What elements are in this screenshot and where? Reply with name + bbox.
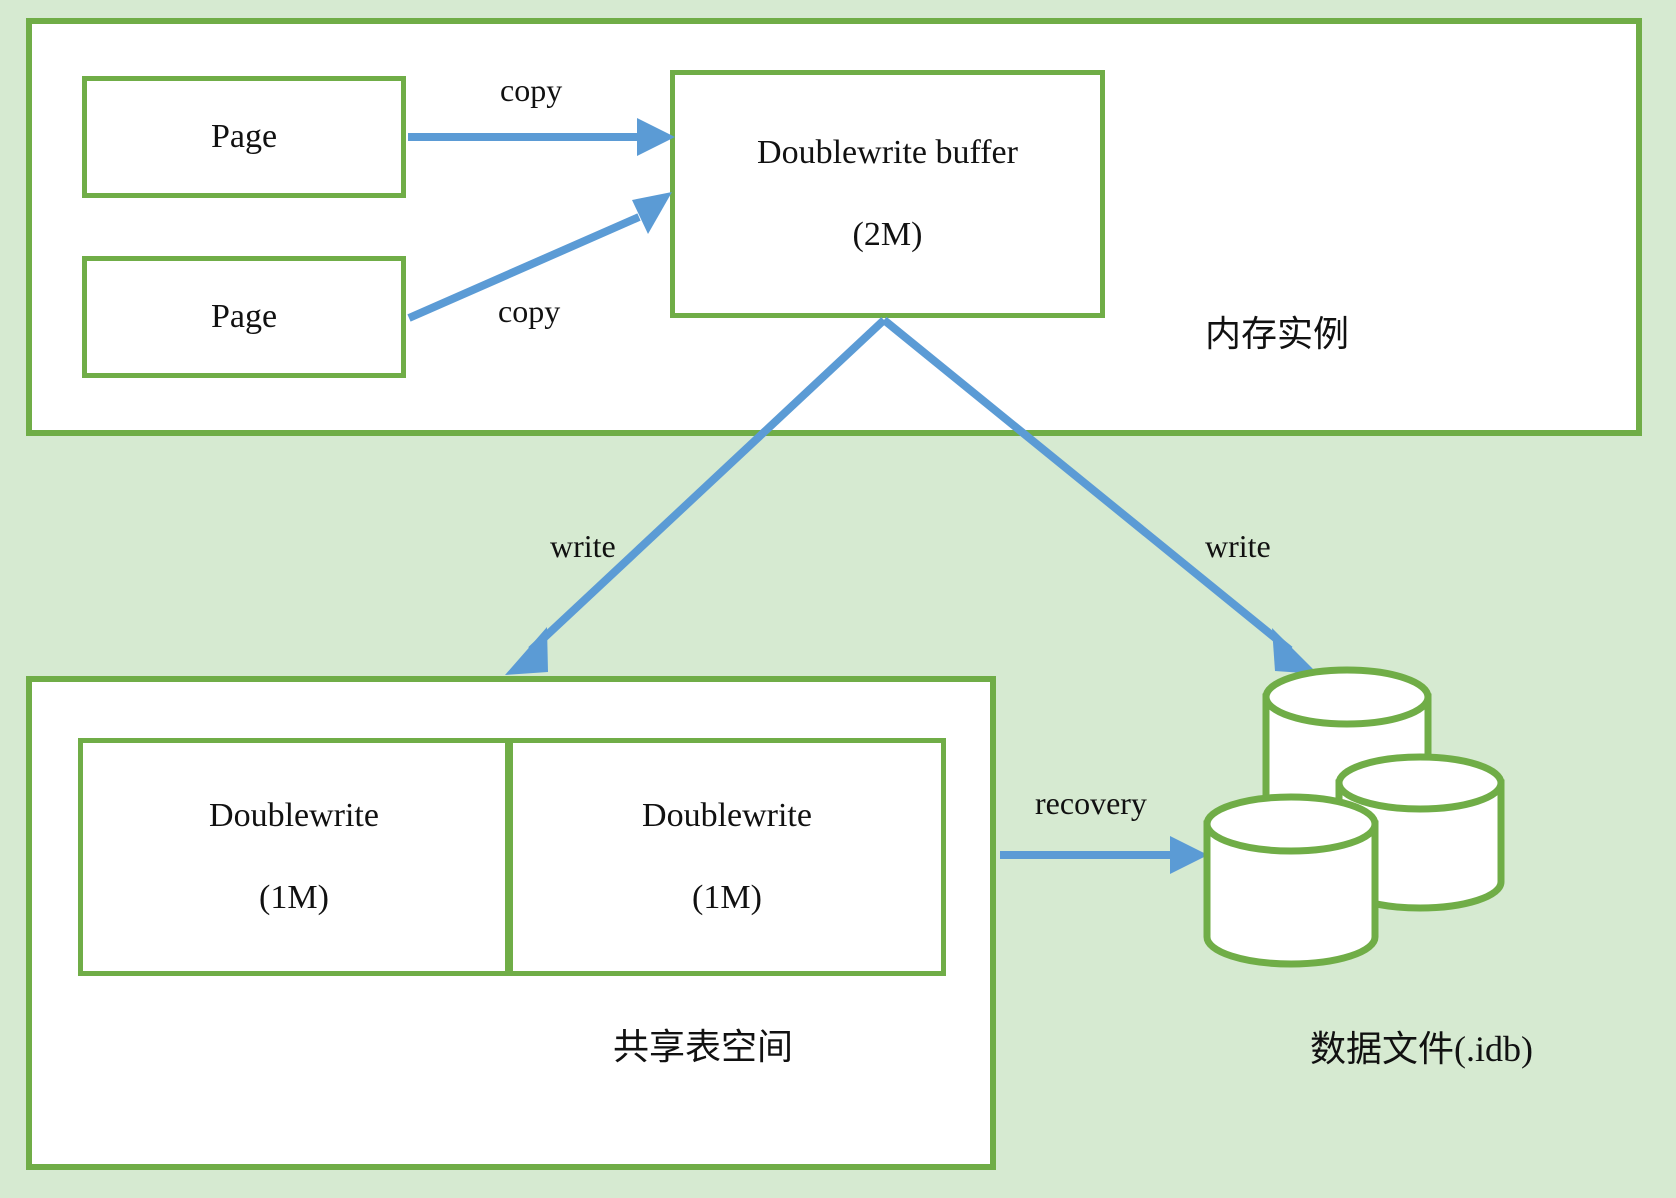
- edge-label-copy-1: copy: [500, 72, 563, 108]
- database-cylinder-back-left[interactable]: [1262, 666, 1432, 843]
- doublewrite-segment-1-size: (1M): [259, 879, 329, 916]
- data-file-region-label: 数据文件(.idb): [1310, 1029, 1533, 1069]
- doublewrite-segment-1-label: Doublewrite: [209, 796, 379, 834]
- doublewrite-buffer-box[interactable]: Doublewrite buffer (2M): [670, 70, 1105, 318]
- arrow-recovery: [1000, 836, 1208, 874]
- doublewrite-buffer-size: (2M): [852, 216, 923, 253]
- doublewrite-buffer-label: Doublewrite buffer: [757, 133, 1018, 171]
- doublewrite-segment-1[interactable]: Doublewrite (1M): [78, 738, 510, 976]
- page-box-2[interactable]: Page: [82, 256, 406, 378]
- page-box-2-label: Page: [210, 297, 278, 335]
- doublewrite-segment-2[interactable]: Doublewrite (1M): [508, 738, 946, 976]
- page-box-1-label: Page: [210, 117, 278, 155]
- doublewrite-segment-2-label: Doublewrite: [642, 796, 812, 834]
- page-box-1[interactable]: Page: [82, 76, 406, 198]
- memory-instance-region-label: 内存实例: [1205, 314, 1350, 354]
- database-cylinder-back-right[interactable]: [1335, 753, 1505, 912]
- edge-label-recovery: recovery: [1035, 785, 1147, 821]
- edge-label-copy-2: copy: [498, 293, 561, 329]
- edge-label-write-right: write: [1205, 528, 1271, 564]
- edge-label-write-left: write: [550, 528, 616, 564]
- shared-tablespace-region-label: 共享表空间: [613, 1027, 794, 1067]
- database-cylinder-front[interactable]: [1203, 793, 1379, 968]
- doublewrite-segment-2-size: (1M): [692, 879, 762, 916]
